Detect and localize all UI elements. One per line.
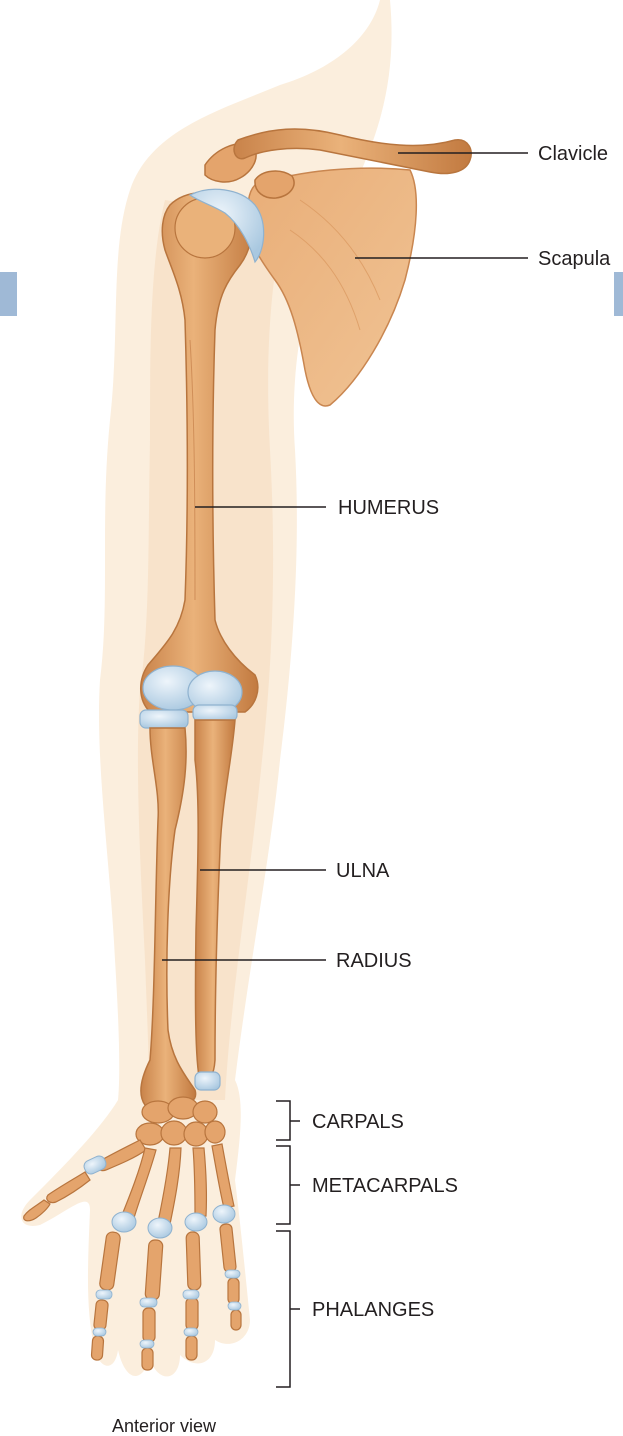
- label-clavicle: Clavicle: [538, 144, 608, 164]
- label-humerus: HUMERUS: [338, 498, 439, 518]
- label-metacarpals: METACARPALS: [312, 1176, 458, 1196]
- label-scapula: Scapula: [538, 249, 610, 269]
- label-radius: RADIUS: [336, 951, 412, 971]
- ulna-distal-cartilage: [195, 1072, 220, 1090]
- figure-caption: Anterior view: [112, 1417, 216, 1435]
- bracket-phalanges: [276, 1231, 300, 1387]
- left-edge-tab: [0, 272, 17, 316]
- label-ulna: ULNA: [336, 861, 389, 881]
- coracoid-process: [255, 171, 294, 198]
- bracket-metacarpals: [276, 1146, 300, 1224]
- right-edge-tab: [614, 272, 623, 316]
- label-carpals: CARPALS: [312, 1112, 404, 1132]
- bracket-carpals: [276, 1101, 300, 1140]
- label-phalanges: PHALANGES: [312, 1300, 434, 1320]
